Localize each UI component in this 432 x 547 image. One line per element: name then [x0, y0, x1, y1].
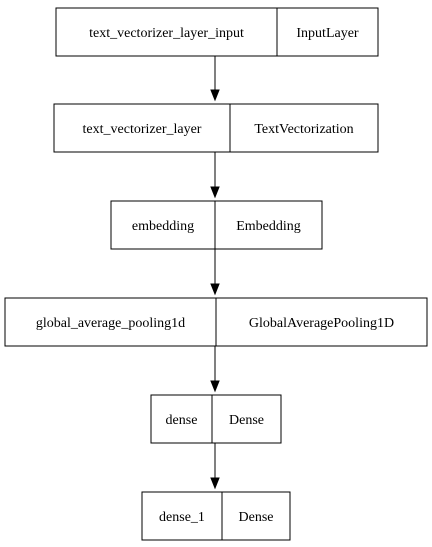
layer-name: embedding [132, 219, 194, 234]
layer-type: Dense [239, 510, 274, 525]
layer-box [150, 394, 282, 444]
arrowhead-icon [210, 283, 220, 296]
edge-2-3 [210, 249, 220, 296]
edge-0-1 [210, 56, 220, 102]
arrowhead-icon [210, 477, 220, 490]
edge-1-2 [210, 152, 220, 199]
layer-type: Embedding [236, 219, 301, 234]
layer-box [55, 7, 379, 57]
edge-3-4 [210, 346, 220, 393]
layer-node-global-average-pooling1d: global_average_pooling1d GlobalAveragePo… [4, 297, 428, 347]
layer-node-text-vectorizer-layer-input: text_vectorizer_layer_input InputLayer [55, 7, 379, 57]
layer-node-text-vectorizer-layer: text_vectorizer_layer TextVectorization [53, 103, 379, 153]
layer-type: Dense [229, 413, 264, 428]
layer-name: dense [166, 413, 198, 428]
layer-name: global_average_pooling1d [36, 316, 185, 331]
arrowhead-icon [210, 380, 220, 393]
arrowhead-icon [210, 89, 220, 102]
layer-name: dense_1 [159, 510, 205, 525]
layer-node-dense: dense Dense [150, 394, 282, 444]
layer-box [110, 200, 323, 250]
layer-box [53, 103, 379, 153]
layer-name: text_vectorizer_layer_input [89, 26, 244, 41]
layer-node-dense-1: dense_1 Dense [141, 491, 291, 541]
layer-node-embedding: embedding Embedding [110, 200, 323, 250]
layer-name: text_vectorizer_layer [83, 122, 202, 137]
layer-type: GlobalAveragePooling1D [249, 316, 394, 331]
layer-type: TextVectorization [254, 122, 353, 137]
layer-box [141, 491, 291, 541]
edge-4-5 [210, 443, 220, 490]
arrowhead-icon [210, 186, 220, 199]
layer-type: InputLayer [296, 26, 359, 41]
